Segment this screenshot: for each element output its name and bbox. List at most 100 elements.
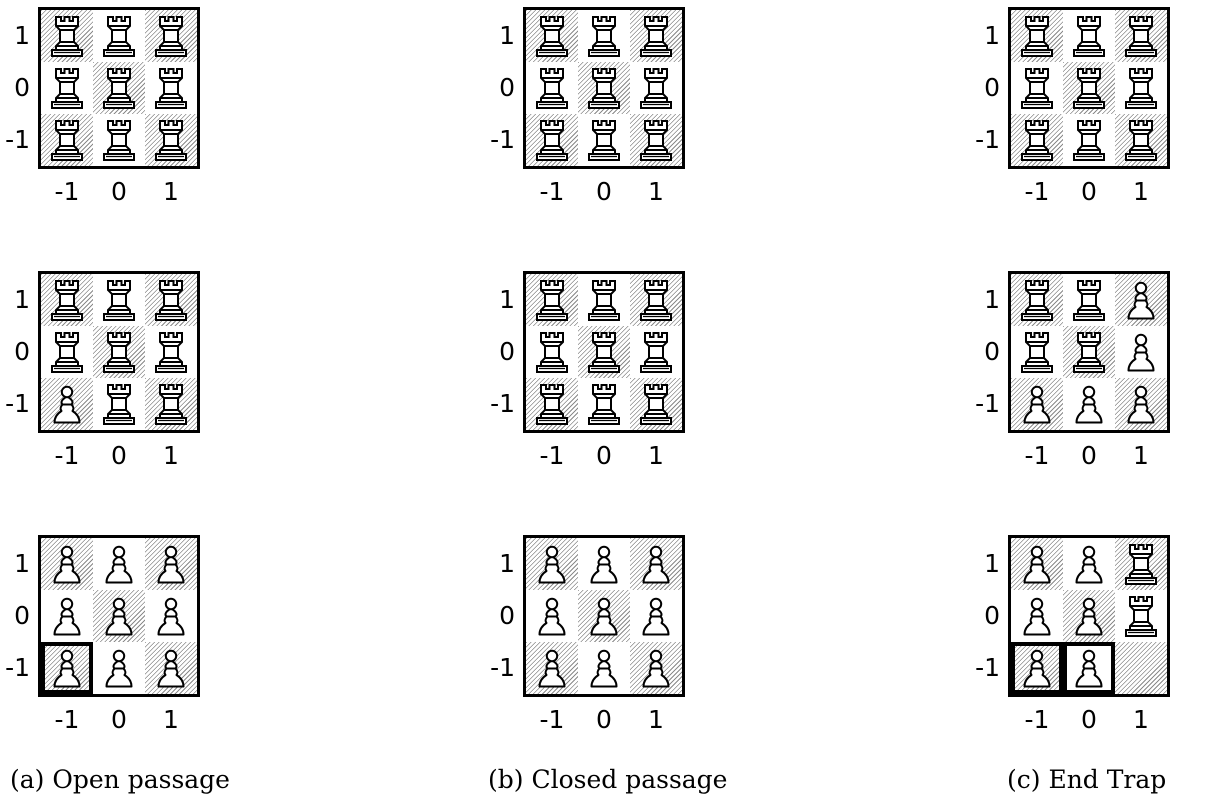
pawn-icon: [1014, 645, 1060, 691]
x-tick-label: -1: [539, 177, 565, 206]
rook-icon: [529, 117, 575, 163]
board-square: [1115, 642, 1167, 694]
board-square: [145, 326, 197, 378]
chess-board: [523, 7, 685, 169]
rook-icon: [633, 277, 679, 323]
board-square: [1115, 378, 1167, 430]
y-tick-label: -1: [5, 125, 30, 154]
pawn-icon: [1014, 593, 1060, 639]
pawn-icon: [1066, 593, 1112, 639]
rook-icon: [1066, 117, 1112, 163]
rook-icon: [148, 117, 194, 163]
pawn-shape: [53, 649, 81, 688]
x-tick-label: 0: [111, 705, 127, 734]
rook-icon: [1118, 541, 1164, 587]
board-square: [526, 590, 578, 642]
pawn-shape: [157, 649, 185, 688]
y-tick-label: 0: [984, 73, 1000, 102]
rook-icon: [96, 329, 142, 375]
rook-icon: [44, 117, 90, 163]
rook-icon: [44, 13, 90, 59]
board-square: [93, 590, 145, 642]
rook-shape: [155, 332, 187, 373]
board-square: [526, 114, 578, 166]
rook-shape: [155, 120, 187, 161]
board-square: [41, 274, 93, 326]
rook-icon: [633, 381, 679, 427]
board-square: [145, 274, 197, 326]
board-square: [1063, 378, 1115, 430]
pawn-shape: [642, 545, 670, 584]
pawn-shape: [105, 649, 133, 688]
pawn-shape: [590, 545, 618, 584]
rook-icon: [581, 13, 627, 59]
pawn-shape: [1023, 545, 1051, 584]
rook-shape: [1125, 120, 1157, 161]
y-tick-label: -1: [490, 389, 515, 418]
board-square: [93, 378, 145, 430]
rook-icon: [1118, 593, 1164, 639]
board-square: [1011, 538, 1063, 590]
x-tick-label: 0: [596, 705, 612, 734]
y-tick-label: -1: [975, 125, 1000, 154]
rook-icon: [1014, 329, 1060, 375]
board-square: [41, 538, 93, 590]
rook-icon: [1014, 65, 1060, 111]
board-square: [1011, 10, 1063, 62]
rook-shape: [588, 280, 620, 321]
pawn-shape: [53, 385, 81, 424]
board-square: [1063, 538, 1115, 590]
rook-icon: [44, 329, 90, 375]
board-square: [1115, 590, 1167, 642]
rook-shape: [588, 120, 620, 161]
rook-icon: [529, 65, 575, 111]
board-square: [1063, 642, 1115, 694]
y-tick-label: 1: [14, 285, 30, 314]
chess-board: [38, 7, 200, 169]
x-tick-label: -1: [539, 441, 565, 470]
rook-icon: [96, 117, 142, 163]
board-square: [145, 114, 197, 166]
rook-shape: [536, 120, 568, 161]
pawn-icon: [148, 541, 194, 587]
chess-board: [38, 271, 200, 433]
y-tick-label: -1: [5, 389, 30, 418]
board-square: [145, 590, 197, 642]
rook-icon: [581, 117, 627, 163]
subfigure-caption: (c) End Trap: [1007, 765, 1167, 794]
pawn-icon: [1118, 277, 1164, 323]
pawn-icon: [581, 541, 627, 587]
pawn-icon: [1014, 541, 1060, 587]
rook-shape: [1021, 332, 1053, 373]
rook-shape: [103, 280, 135, 321]
subfigure-caption: (a) Open passage: [10, 765, 230, 794]
chess-board: [1008, 7, 1170, 169]
pawn-shape: [538, 649, 566, 688]
board-square: [41, 326, 93, 378]
rook-icon: [148, 381, 194, 427]
y-tick-label: 1: [984, 21, 1000, 50]
y-tick-label: -1: [5, 653, 30, 682]
board-square: [93, 114, 145, 166]
chess-board: [1008, 271, 1170, 433]
rook-shape: [588, 16, 620, 57]
pawn-icon: [44, 381, 90, 427]
pawn-icon: [1118, 381, 1164, 427]
pawn-shape: [1075, 385, 1103, 424]
rook-icon: [1118, 117, 1164, 163]
rook-shape: [1073, 120, 1105, 161]
y-tick-label: -1: [490, 125, 515, 154]
rook-shape: [51, 120, 83, 161]
pawn-shape: [1075, 545, 1103, 584]
x-tick-label: -1: [539, 705, 565, 734]
pawn-shape: [1127, 385, 1155, 424]
rook-icon: [581, 277, 627, 323]
x-tick-label: 0: [1081, 705, 1097, 734]
rook-icon: [96, 65, 142, 111]
rook-icon: [633, 117, 679, 163]
y-tick-label: 0: [984, 601, 1000, 630]
board-square: [1011, 114, 1063, 166]
rook-icon: [581, 329, 627, 375]
rook-shape: [640, 120, 672, 161]
board-square: [1011, 590, 1063, 642]
